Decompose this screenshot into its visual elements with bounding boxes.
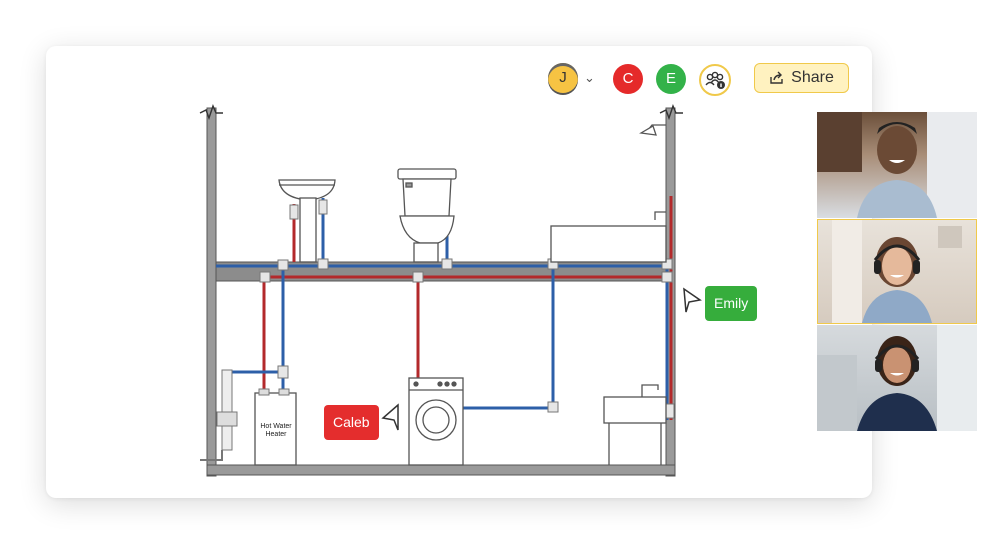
people-icon <box>705 71 725 89</box>
avatar-c-initial: C <box>622 70 634 87</box>
avatar-e-initial: E <box>665 70 676 87</box>
washer-cold-line <box>462 266 555 410</box>
heater-label-line1: Hot Water <box>260 423 292 430</box>
fitting <box>277 365 289 379</box>
participant-3-photo <box>817 325 977 431</box>
fitting <box>661 258 673 270</box>
fitting <box>277 259 289 271</box>
video-tile-participant-1[interactable] <box>817 112 977 218</box>
sink-cold-valve <box>318 199 328 215</box>
share-label: Share <box>791 69 834 86</box>
avatar-j[interactable]: J <box>548 63 578 93</box>
fitting <box>547 401 559 413</box>
drain-pipe <box>200 450 223 461</box>
sink-hot-valve <box>289 204 299 220</box>
sink-fixture <box>278 179 336 263</box>
emily-cursor-label: Emily <box>705 286 758 321</box>
floor-slab <box>206 464 676 476</box>
participant-1-photo <box>817 112 977 218</box>
fitting <box>441 258 453 270</box>
bathtub-fixture <box>550 211 667 263</box>
emily-cursor-arrow-icon <box>683 287 702 313</box>
avatar-j-initial: J <box>559 69 567 86</box>
heater-label-line2: Heater <box>265 431 287 438</box>
fitting <box>317 258 329 270</box>
fitting <box>259 271 271 283</box>
video-tile-participant-2[interactable] <box>817 219 977 324</box>
caleb-cursor-label: Caleb <box>324 405 379 440</box>
share-icon <box>770 71 783 84</box>
caleb-cursor-arrow-icon <box>381 403 399 431</box>
video-tile-participant-3[interactable] <box>817 325 977 431</box>
heater-valve <box>216 411 238 427</box>
break-marks <box>199 104 683 121</box>
avatar-c[interactable]: C <box>613 64 643 94</box>
fitting <box>412 271 424 283</box>
utility-basin <box>603 384 667 465</box>
collaborators-info-button[interactable] <box>699 64 731 96</box>
washing-machine <box>408 377 464 466</box>
toilet-fixture <box>397 168 457 263</box>
avatar-e[interactable]: E <box>656 64 686 94</box>
heater-valve-assembly <box>221 369 233 451</box>
left-wall <box>206 107 217 477</box>
share-button[interactable]: Share <box>754 63 849 93</box>
participant-2-photo <box>832 220 962 323</box>
fitting <box>661 271 673 283</box>
shower-head <box>639 124 666 136</box>
chevron-down-icon[interactable]: ⌄ <box>584 70 595 85</box>
water-heater <box>254 388 297 466</box>
